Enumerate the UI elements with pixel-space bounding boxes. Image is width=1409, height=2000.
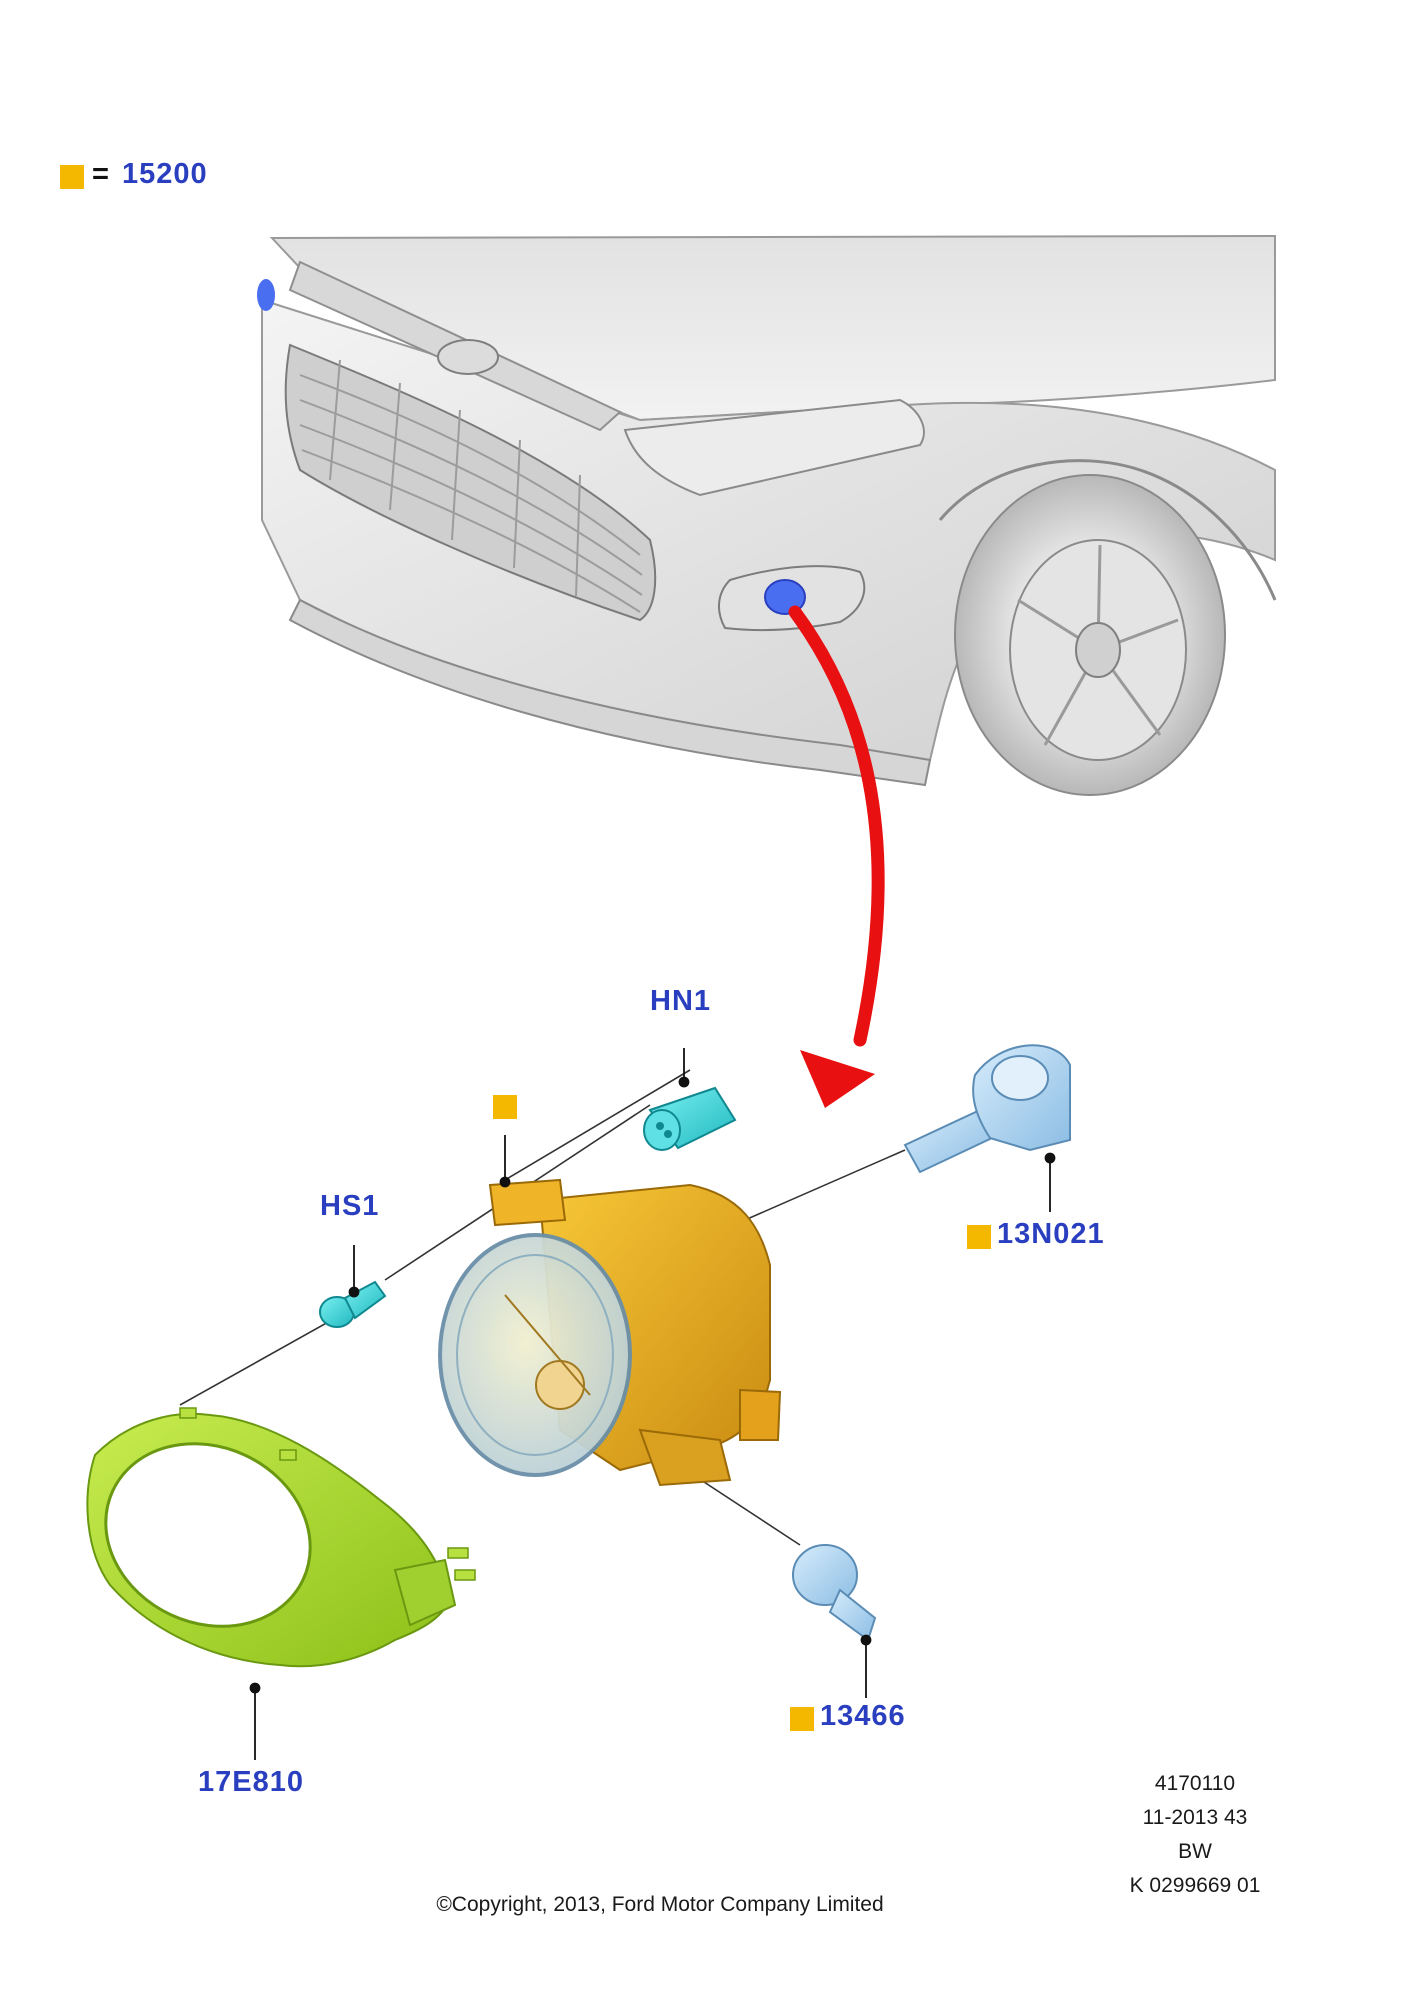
callout-hn1: HN1 [650, 985, 712, 1017]
legend-code: 15200 [122, 158, 208, 190]
callout-hs1: HS1 [320, 1190, 380, 1222]
callout-13466: 13466 [820, 1700, 906, 1732]
legend-equals: = [92, 158, 109, 190]
callout-17e810: 17E810 [198, 1766, 304, 1798]
bulb-13n021 [903, 1044, 1071, 1174]
legend-marker [60, 165, 84, 189]
callout-pointers [249, 1048, 1056, 1760]
fog-lamp-bezel-17e810 [86, 1407, 476, 1668]
copyright-notice: ©Copyright, 2013, Ford Motor Company Lim… [436, 1893, 884, 1916]
connector-hn1 [643, 1086, 737, 1151]
callout-marker-13466 [790, 1707, 814, 1731]
drawing-reference: K 0299669 01 [1129, 1874, 1261, 1897]
bulb-13466 [792, 1544, 877, 1642]
screw-hs1 [319, 1280, 387, 1328]
callout-13n021: 13N021 [997, 1218, 1105, 1250]
fog-lamp-assembly [438, 1178, 782, 1487]
location-arrow [788, 605, 885, 1108]
callout-marker-13n021 [967, 1225, 991, 1249]
drawing-number: 4170110 [1154, 1772, 1236, 1795]
callout-marker-housing [493, 1095, 517, 1119]
drawing-initials: BW [1178, 1840, 1212, 1863]
car-front-illustration [257, 234, 1277, 796]
drawing-date: 11-2013 43 [1142, 1806, 1248, 1829]
